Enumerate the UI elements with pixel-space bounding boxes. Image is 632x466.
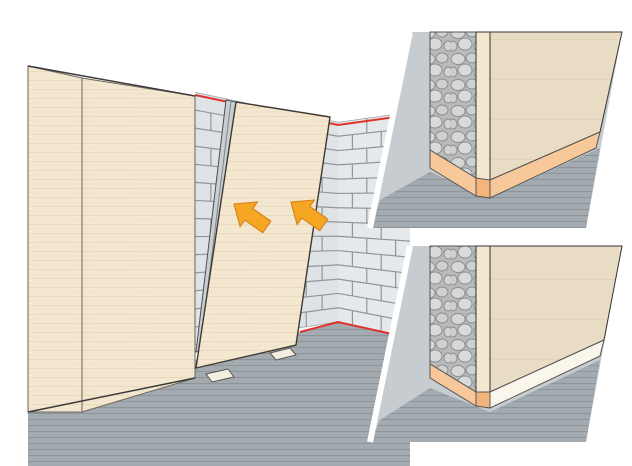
floor-spacer-1: [205, 368, 235, 383]
wall-panel-2: [81, 77, 196, 413]
detail-view-top: [367, 31, 623, 229]
main-scene: [27, 0, 411, 466]
wall-panel-1: [27, 65, 83, 413]
floor-layout-line: [299, 320, 411, 339]
ceiling: [28, 0, 410, 122]
floor: [28, 322, 410, 466]
floor-spacer-2: [269, 347, 297, 361]
tilting-wall-panel: [195, 101, 331, 369]
arrow-push-icon: [290, 199, 329, 232]
detail-view-bottom: [367, 245, 623, 443]
installed-panels: [27, 65, 196, 413]
arrow-push-icon: [233, 201, 272, 234]
